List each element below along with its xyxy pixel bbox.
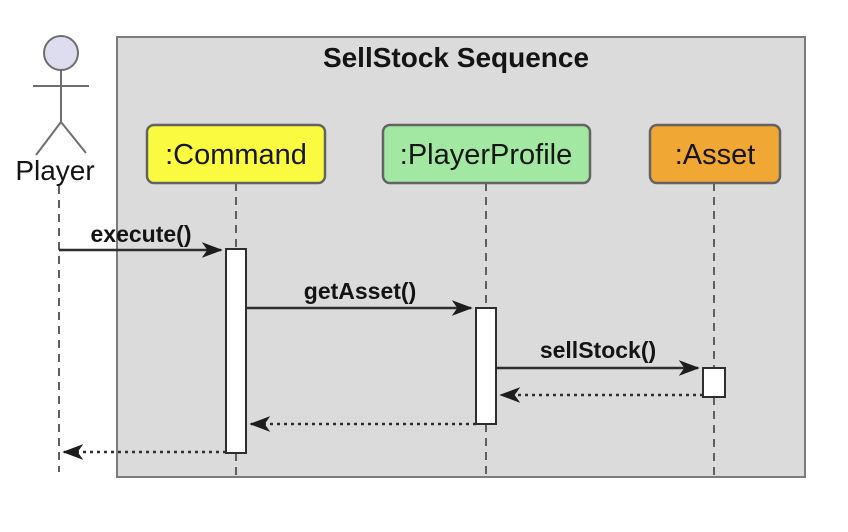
message-sellstock-label: sellStock() [540, 337, 656, 363]
object-playerprofile-label: :PlayerProfile [400, 139, 572, 171]
frame-background [116, 36, 806, 478]
message-sellstock: sellStock() [496, 337, 700, 376]
actor-leg-left [35, 121, 62, 156]
diagram-title: SellStock Sequence [323, 42, 589, 73]
object-asset: :Asset [648, 123, 782, 185]
object-playerprofile-box [381, 123, 592, 185]
message-getasset: getAsset() [246, 278, 473, 316]
object-command: :Command [145, 123, 327, 185]
actor-label: Player [15, 155, 94, 186]
activation-command [225, 248, 247, 454]
object-asset-label: :Asset [675, 139, 756, 171]
message-execute: execute() [59, 221, 223, 258]
message-getasset-label: getAsset() [304, 278, 416, 304]
actor-head [43, 35, 79, 71]
actor-player: Player [15, 35, 95, 186]
object-command-box [145, 123, 327, 185]
message-execute-label: execute() [91, 221, 192, 247]
object-playerprofile: :PlayerProfile [381, 123, 592, 185]
object-asset-box [648, 123, 782, 185]
activation-playerprofile [475, 307, 497, 425]
activation-asset [702, 367, 726, 398]
actor-leg-right [60, 121, 87, 154]
object-command-label: :Command [165, 139, 307, 171]
